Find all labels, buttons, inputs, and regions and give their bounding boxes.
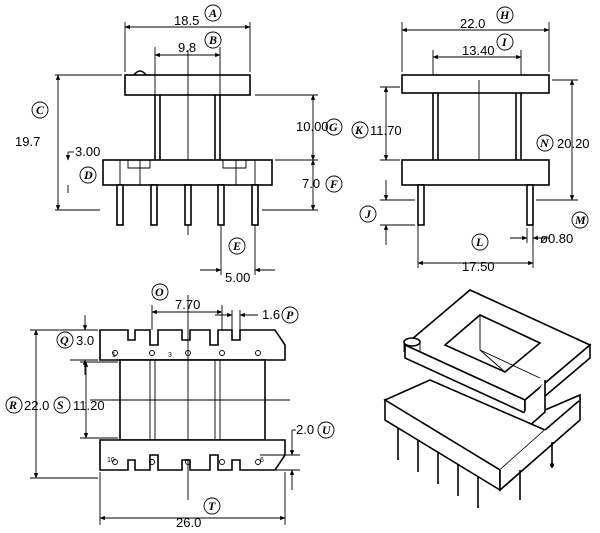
label-C: C <box>36 103 45 117</box>
label-J: J <box>364 207 372 221</box>
dim-D-value: 3.00 <box>75 144 100 159</box>
label-Q: Q <box>60 333 69 347</box>
dim-Q-value: 3.0 <box>76 333 94 348</box>
dim-E-value: 5.00 <box>225 270 250 285</box>
dim-T-value: 26.0 <box>176 515 201 530</box>
label-U: U <box>322 423 332 437</box>
dim-M-value: ø0.80 <box>540 231 573 246</box>
dim-A-value: 18.5 <box>174 13 199 28</box>
pin-label-10: 10 <box>107 457 115 464</box>
side-view: 22.0 H 13.40 I 11.70 K 20.20 N J 1 <box>351 6 590 274</box>
top-view-lower-flange <box>99 439 286 471</box>
label-G: G <box>329 120 338 134</box>
label-E: E <box>232 239 241 253</box>
label-R: R <box>8 398 17 412</box>
dim-K-value: 11.70 <box>370 123 402 138</box>
dim-L-value: 17.50 <box>462 259 495 274</box>
dim-G-value: 10.00 <box>296 119 329 134</box>
pin-label-1: 1 <box>112 352 116 359</box>
isometric-view <box>383 289 592 508</box>
front-view: 18.5 A 9.8 B 19.7 C 3.00 D 10.00 G 7.0 <box>15 4 343 285</box>
label-I: I <box>501 35 508 49</box>
label-L: L <box>475 235 483 249</box>
label-H: H <box>499 8 510 22</box>
dim-U-value: 2.0 <box>296 422 314 437</box>
top-view-upper-flange <box>99 329 286 361</box>
dim-H-value: 22.0 <box>460 16 485 31</box>
front-top-peg <box>133 70 147 76</box>
front-top-flange <box>124 74 251 96</box>
label-K: K <box>354 123 364 137</box>
label-D: D <box>83 168 93 182</box>
label-F: F <box>329 177 338 191</box>
dim-O-value: 7.70 <box>175 297 200 312</box>
dim-R-value: 22.0 <box>24 398 49 413</box>
side-top-flange <box>401 74 550 94</box>
label-N: N <box>539 136 550 150</box>
top-view: 1 3 10 6 7.70 O 1.6 P 3.0 Q 22.0 R <box>5 283 335 530</box>
label-A: A <box>208 6 217 20</box>
label-S: S <box>57 398 64 412</box>
iso-window <box>443 314 542 373</box>
dim-B-value: 9.8 <box>178 40 196 55</box>
pin-label-3: 3 <box>168 352 172 359</box>
dim-N-value: 20.20 <box>557 136 590 151</box>
dim-P-value: 1.6 <box>262 307 280 322</box>
label-P: P <box>286 308 294 322</box>
side-base <box>401 159 550 186</box>
dim-I-value: 13.40 <box>462 43 495 58</box>
dim-C-value: 19.7 <box>15 134 40 149</box>
dim-S-value: 11.20 <box>73 398 105 413</box>
label-O: O <box>155 285 164 299</box>
dim-F-value: 7.0 <box>302 176 320 191</box>
label-M: M <box>574 213 586 227</box>
label-T: T <box>208 499 216 513</box>
pin-label-6: 6 <box>260 457 264 464</box>
label-B: B <box>208 33 217 47</box>
